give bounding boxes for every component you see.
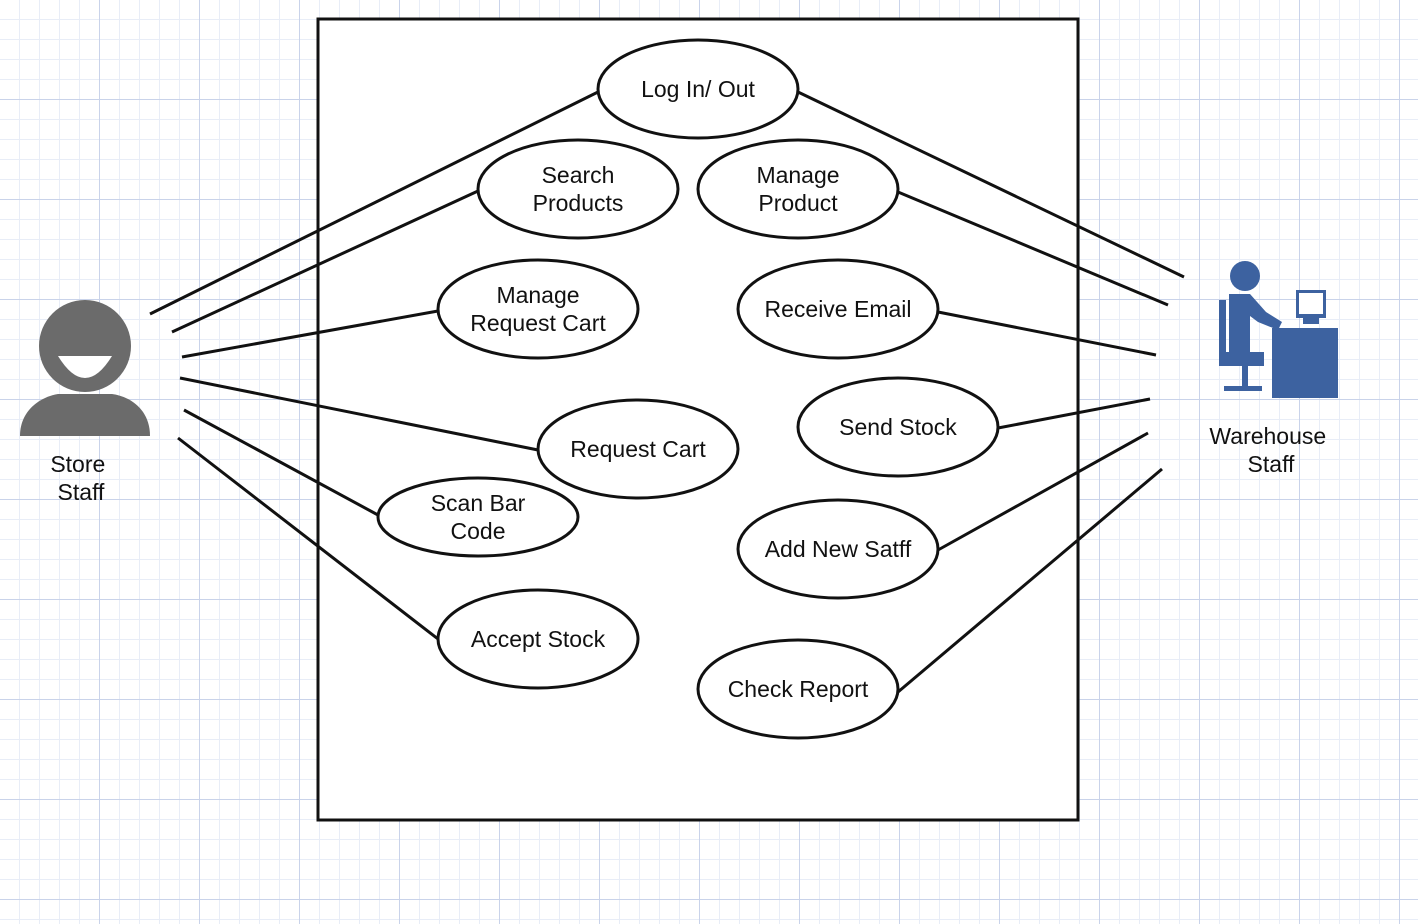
use-case-label: Receive Email xyxy=(765,296,912,322)
association-warehouse-staff-manage-product xyxy=(897,190,1169,307)
use-case-label: Log In/ Out xyxy=(641,76,755,102)
use-case-add-new-satff: Add New Satff xyxy=(736,498,940,600)
use-case-ellipse xyxy=(596,38,800,140)
association-warehouse-staff-send-stock xyxy=(997,397,1151,430)
use-case-request-cart: Request Cart xyxy=(536,398,740,500)
use-case-ellipse xyxy=(536,398,740,500)
use-case-log-in-out: Log In/ Out xyxy=(596,38,800,140)
association-lines xyxy=(149,90,1185,694)
user-avatar-icon xyxy=(20,300,150,436)
use-case-ellipse xyxy=(736,498,940,600)
association-store-staff-accept-stock xyxy=(177,436,439,641)
use-case-label: Send Stock xyxy=(839,414,957,440)
use-case-ellipse xyxy=(796,376,1000,478)
use-case-ellipse xyxy=(476,138,680,240)
use-case-label: Accept Stock xyxy=(471,626,606,652)
use-case-label: Check Report xyxy=(728,676,869,702)
use-case-ellipse xyxy=(376,476,580,558)
association-warehouse-staff-add-new-satff xyxy=(937,431,1149,552)
association-store-staff-log-in-out xyxy=(149,90,599,316)
use-case-receive-email: Receive Email xyxy=(736,258,940,360)
actor-store-staff: Store Staff xyxy=(20,300,150,505)
warehouse-staff-label: Warehouse Staff xyxy=(1209,423,1332,477)
use-case-ellipse xyxy=(736,258,940,360)
association-store-staff-request-cart xyxy=(179,376,539,452)
use-case-accept-stock: Accept Stock xyxy=(436,588,640,690)
use-case-label: Request Cart xyxy=(570,436,706,462)
association-store-staff-scan-bar-code xyxy=(183,408,379,517)
use-case-ellipse xyxy=(436,258,640,360)
use-case-ellipse xyxy=(696,638,900,740)
store-staff-label: Store Staff xyxy=(50,451,111,505)
association-store-staff-manage-request-cart xyxy=(181,309,439,359)
use-case-label: Add New Satff xyxy=(765,536,912,562)
association-store-staff-search-products xyxy=(171,189,479,334)
association-warehouse-staff-log-in-out xyxy=(797,90,1185,279)
actor-warehouse-staff: Warehouse Staff xyxy=(1209,261,1338,477)
use-case-send-stock: Send Stock xyxy=(796,376,1000,478)
use-case-check-report: Check Report xyxy=(696,638,900,740)
use-case-ellipse xyxy=(696,138,900,240)
association-warehouse-staff-check-report xyxy=(897,467,1163,694)
use-case-ellipse xyxy=(436,588,640,690)
association-warehouse-staff-receive-email xyxy=(937,310,1157,357)
computer-worker-icon xyxy=(1219,261,1338,398)
